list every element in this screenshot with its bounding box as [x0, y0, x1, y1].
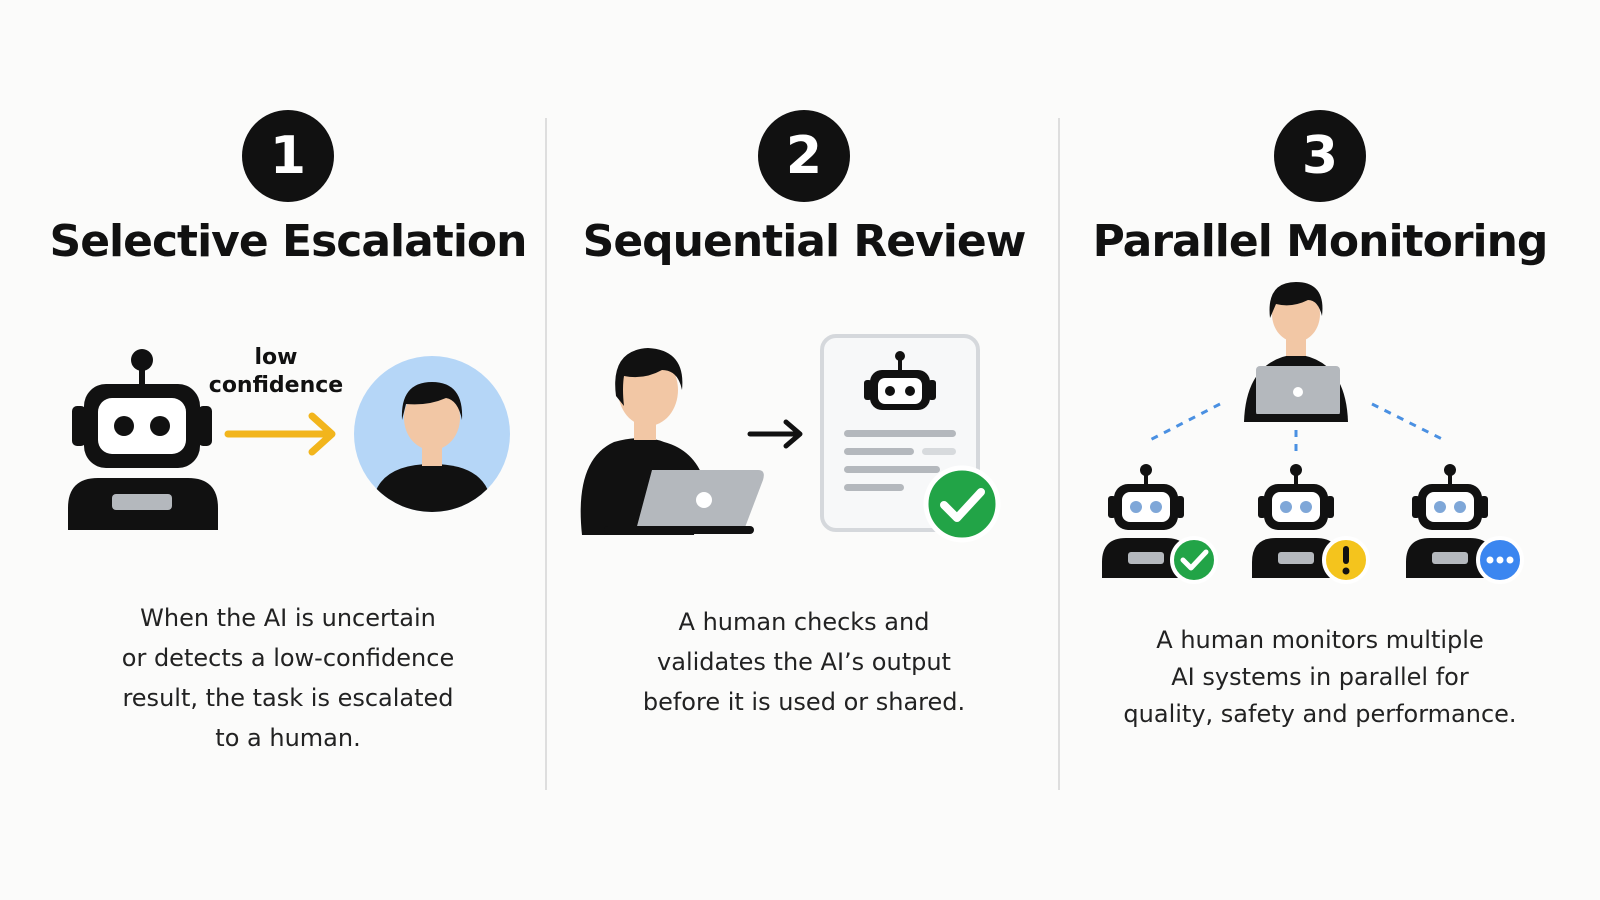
step-title-3: Parallel Monitoring	[1092, 216, 1549, 267]
step-description-2: A human checks and validates the AI’s ou…	[642, 608, 966, 716]
panel-parallel-monitoring: 3 Parallel Monitoring	[1060, 0, 1580, 900]
check-badge-icon	[923, 465, 1001, 543]
step-title-1: Selective Escalation	[49, 216, 528, 267]
step-number-1: 1	[242, 110, 334, 202]
divider-2	[1058, 118, 1060, 790]
illustration-parallel-monitoring	[1102, 282, 1524, 584]
divider-1	[545, 118, 547, 790]
illustration-sequential-review	[580, 334, 1001, 543]
robot-icon	[1406, 464, 1494, 578]
low-confidence-label: low confidence	[208, 345, 344, 398]
panel-selective-escalation: 1 Selective Escalation	[28, 0, 548, 900]
step-number-3: 3	[1274, 110, 1366, 202]
warning-badge-icon	[1322, 536, 1370, 584]
step-description-1: When the AI is uncertain or detects a lo…	[121, 604, 455, 752]
robot-icon	[1102, 464, 1190, 578]
arrow-right-icon	[224, 412, 336, 456]
step-number-2: 2	[758, 110, 850, 202]
illustration-selective-escalation	[68, 349, 510, 530]
robot-icon	[864, 351, 936, 410]
arrow-right-icon	[747, 419, 803, 449]
laptop-icon	[604, 470, 764, 534]
pending-badge-icon	[1476, 536, 1524, 584]
human-avatar-icon	[580, 348, 704, 535]
laptop-icon	[1250, 366, 1346, 420]
human-avatar-icon	[354, 356, 510, 512]
robot-icon	[68, 349, 218, 530]
step-title-2: Sequential Review	[582, 216, 1027, 267]
step-description-3: A human monitors multiple AI systems in …	[1123, 626, 1517, 728]
robot-icon	[1252, 464, 1340, 578]
panel-sequential-review: 2 Sequential Review	[544, 0, 1064, 900]
check-badge-icon	[1170, 536, 1218, 584]
